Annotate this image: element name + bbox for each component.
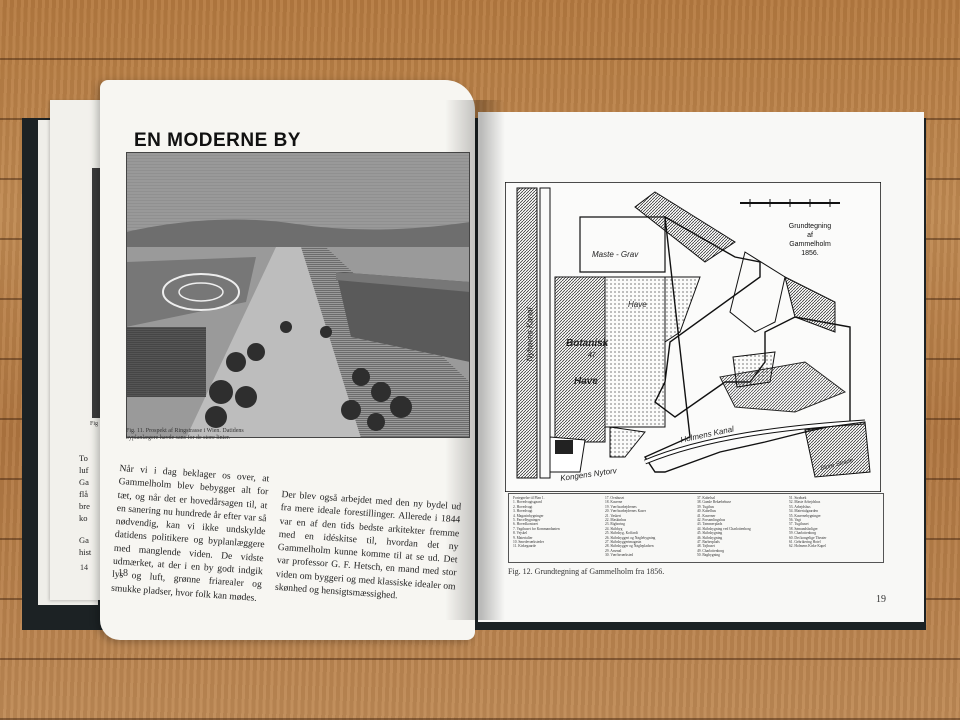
right-page-number: 19	[876, 594, 886, 605]
left-body-column-1: Når vi i dag beklager os over, at Gammel…	[110, 462, 270, 604]
map-label-botanisk: Botanisk	[566, 338, 609, 349]
map-label-maste-grav: Maste - Grav	[592, 250, 639, 259]
figure-11-caption: Fig. 11. Prospekt af Ringstrasse i Wien.…	[126, 428, 244, 441]
legend-column-4: 51. Strøbæk 52. Maste Arbejdshus 53. Arb…	[789, 496, 827, 549]
left-body-column-2: Der blev også arbejdet med den ny bydel …	[274, 488, 462, 602]
map-label-47: 47	[588, 352, 596, 359]
map-label-nyhavns-kanal: Nyhavns Kanal	[525, 307, 535, 362]
left-page-number: 18	[118, 568, 128, 579]
page-heading: EN MODERNE BY	[134, 130, 301, 151]
gammelholm-map	[505, 182, 881, 492]
legend-column-1: Fortegnelse til Plan 1. 1. Hovedvagtsgaa…	[513, 496, 560, 549]
ringstrasse-engraving	[126, 152, 470, 438]
legend-column-3: 37. Kabelsal 38. Gamle Bekæbehuse 39. Tu…	[697, 496, 751, 558]
legend-column-2: 17. Ovnhuset 18. Kaserne 19. Værftsarbej…	[605, 496, 656, 558]
under-page-number: 14	[80, 563, 88, 572]
map-legend: Fortegnelse til Plan 1. 1. Hovedvagtsgaa…	[508, 493, 884, 563]
map-label-have-2: Have	[628, 300, 647, 309]
map-label-have: Have	[574, 376, 598, 387]
figure-12-caption: Fig. 12. Grundtegning af Gammelholm fra …	[508, 567, 665, 576]
under-page-fig: Fig	[90, 421, 99, 427]
